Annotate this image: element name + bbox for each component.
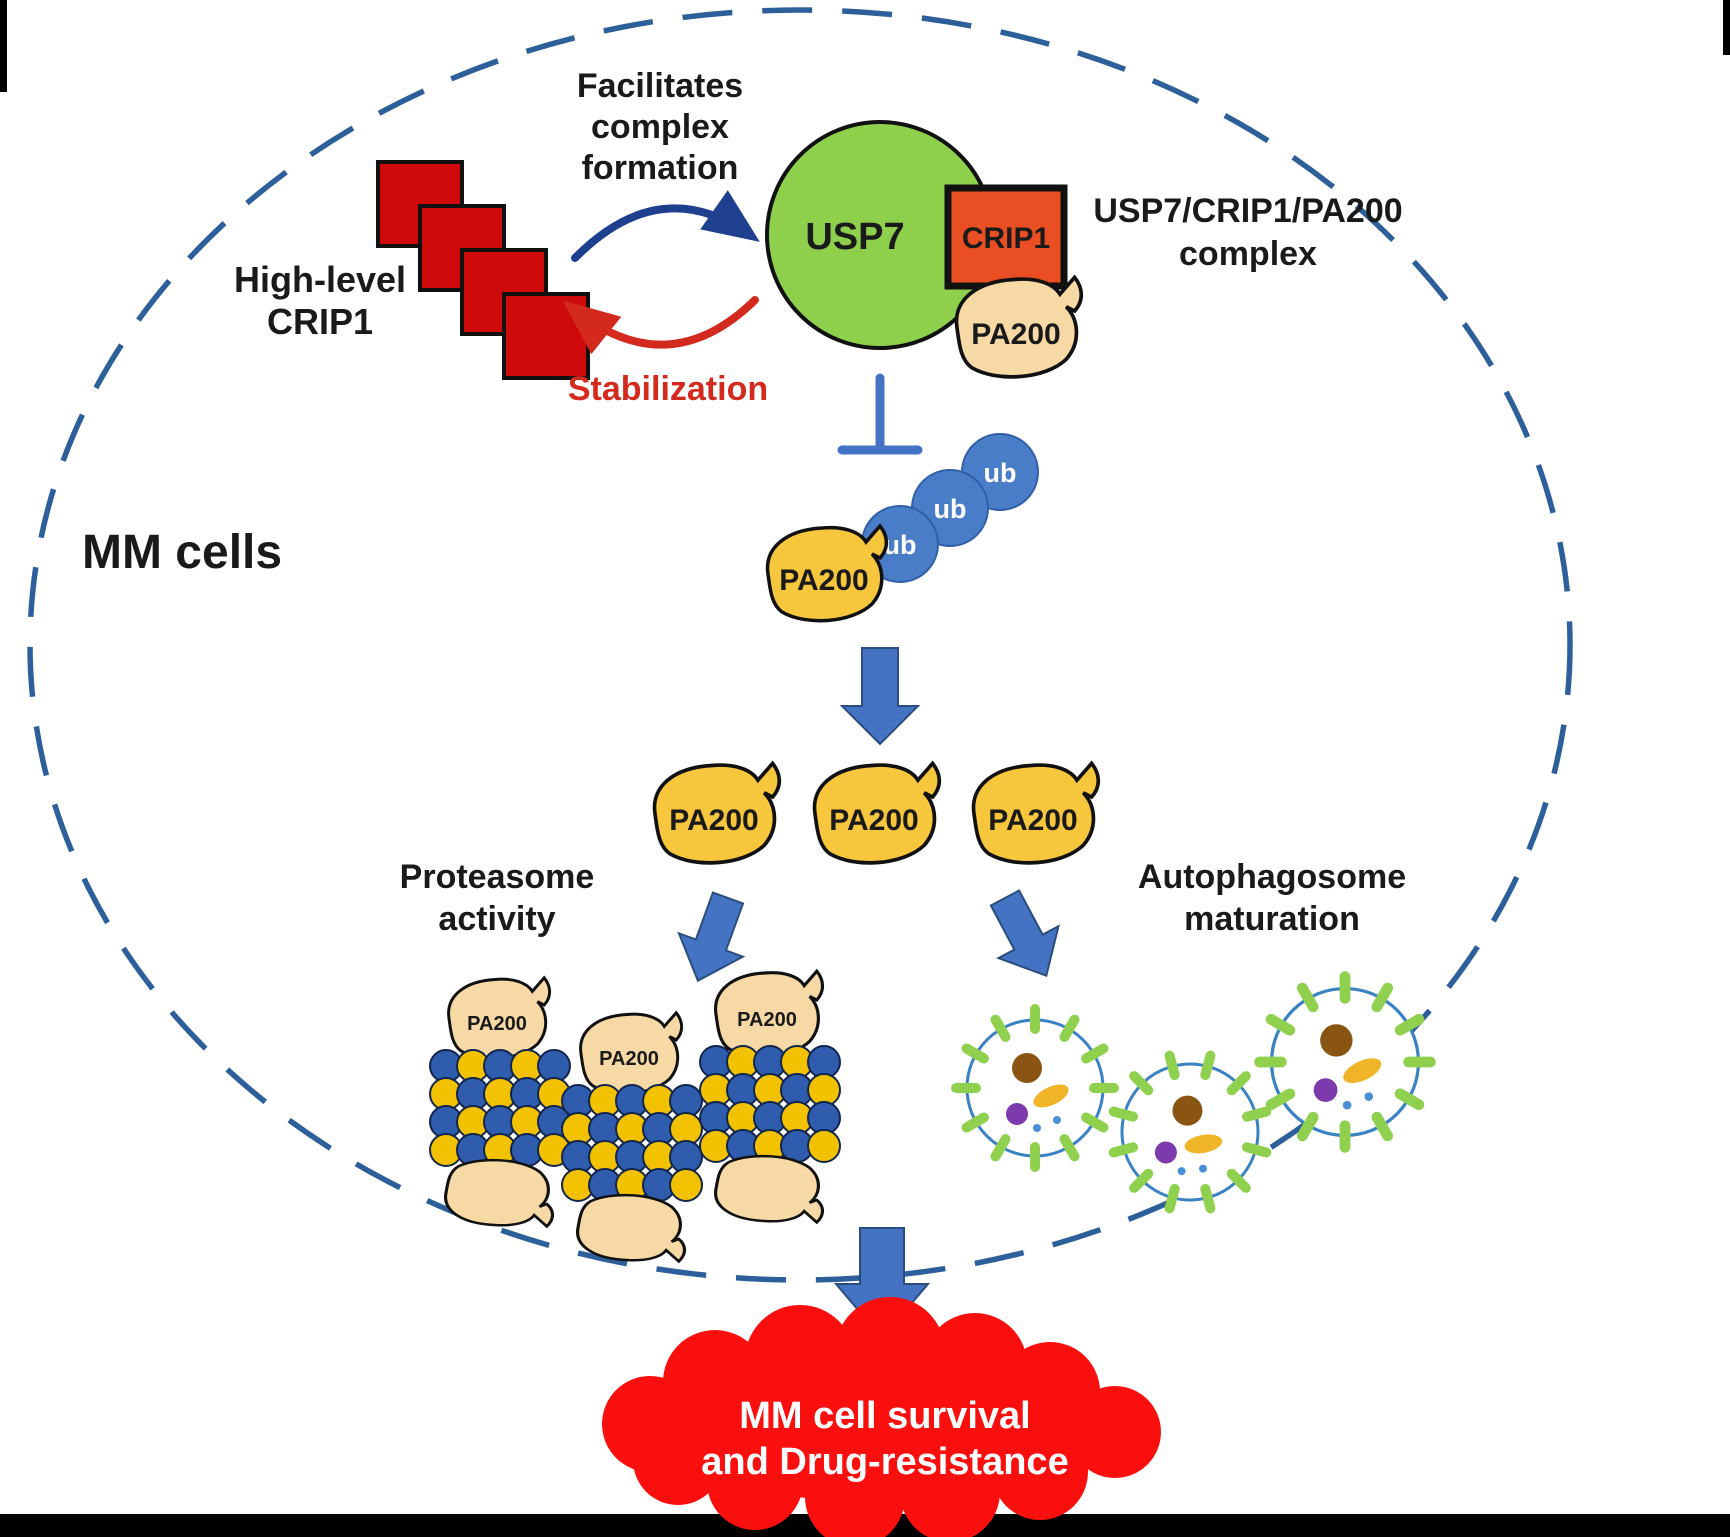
- mm-cells-label: MM cells: [82, 526, 282, 579]
- autophagosome: [949, 1002, 1121, 1174]
- crip1-stack: [376, 160, 590, 380]
- facilitates-arrow: [571, 190, 760, 262]
- pa200-free-label: PA200: [669, 804, 759, 837]
- outcome-line1: MM cell survival: [739, 1395, 1030, 1437]
- proteasome-label-line1: Proteasome: [400, 858, 595, 896]
- crip1-box: [944, 184, 1068, 290]
- high-level-crip1-label: High-level CRIP1: [234, 259, 406, 342]
- usp7-label: USP7: [805, 216, 904, 258]
- facilitates-line3: formation: [582, 149, 739, 187]
- autophagosome-label-line2: maturation: [1184, 900, 1360, 938]
- facilitates-line1: Facilitates: [577, 67, 743, 105]
- crip1-box-label: CRIP1: [962, 222, 1050, 255]
- pa200-free-label: PA200: [988, 804, 1078, 837]
- arrow-to-autophagosome: [989, 889, 1060, 978]
- autophagosome-label-line1: Autophagosome: [1138, 858, 1406, 896]
- proteasome-base: [714, 1154, 825, 1224]
- proteasome-label-line2: activity: [438, 900, 555, 938]
- ubiquitin-label: ub: [984, 458, 1017, 488]
- pa200-ub-label: PA200: [779, 564, 869, 597]
- inhibition-tbar: [837, 373, 923, 455]
- outcome-cloud: MM cell survival and Drug-resistance: [602, 1297, 1161, 1537]
- proteasome-base: [444, 1158, 555, 1228]
- proteasome-base: [576, 1193, 687, 1263]
- frame-top-right-edge: [1723, 0, 1730, 55]
- ubiquitinated-pa200: ub ub ub PA200: [765, 433, 1039, 623]
- stabilization-arrow: [562, 296, 759, 355]
- cloud-shape: [602, 1297, 1161, 1537]
- complex-caption-line1: USP7/CRIP1/PA200: [1093, 192, 1402, 230]
- pa200-free-label: PA200: [829, 804, 919, 837]
- proteasome-activity-label: Proteasome activity: [400, 858, 595, 938]
- proteasome: PA200: [699, 969, 841, 1224]
- pa200-cap-label: PA200: [737, 1009, 797, 1031]
- proteasome: PA200: [561, 1011, 703, 1263]
- high-level-crip1-line1: High-level: [234, 259, 406, 300]
- stabilization-label: Stabilization: [568, 370, 768, 408]
- autophagosome: [1252, 969, 1438, 1155]
- complex-caption: USP7/CRIP1/PA200 complex: [1093, 192, 1402, 273]
- mm-cell-boundary: [27, 7, 1573, 1283]
- ubiquitin-label: ub: [934, 494, 967, 524]
- pa200-cap-label: PA200: [467, 1013, 527, 1035]
- autophagosome-maturation-label: Autophagosome maturation: [1138, 858, 1406, 938]
- free-pa200-group: PA200 PA200 PA200: [652, 761, 1101, 865]
- arrow-down-release: [839, 647, 921, 746]
- pa200-cap-label: PA200: [599, 1048, 659, 1070]
- outcome-line2: and Drug-resistance: [701, 1441, 1068, 1483]
- arrow-to-proteasome: [677, 891, 746, 983]
- facilitates-label: Facilitates complex formation: [577, 67, 743, 187]
- frame-top-left-edge: [0, 0, 7, 92]
- facilitates-line2: complex: [591, 108, 729, 146]
- complex-caption-line2: complex: [1179, 235, 1317, 273]
- usp7-crip1-pa200-complex: USP7 CRIP1 PA200: [765, 120, 1084, 379]
- ubiquitin-label: ub: [884, 530, 917, 560]
- pa200-complex-label: PA200: [971, 318, 1061, 351]
- proteasome: PA200: [429, 976, 571, 1228]
- high-level-crip1-line2: CRIP1: [267, 301, 373, 342]
